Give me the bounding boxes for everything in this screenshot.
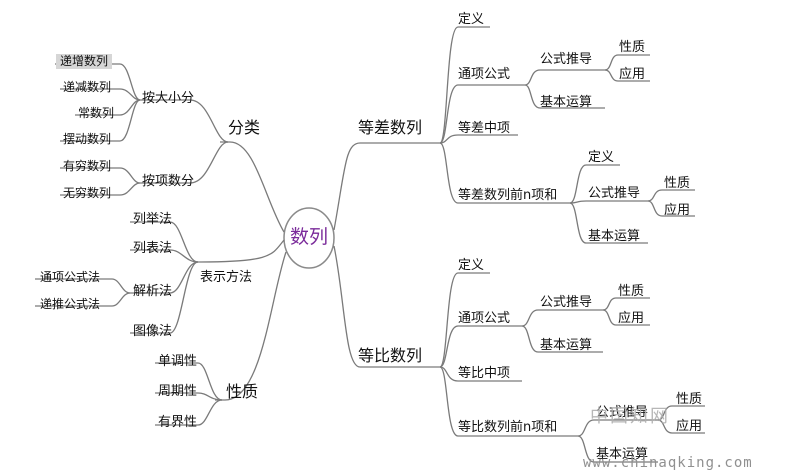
graph-method-label: 图像法 [133, 324, 173, 339]
arithmetic-sum-basic-ops: 基本运算 [588, 229, 641, 244]
arithmetic-sum-derivation: 公式推导 [588, 186, 641, 201]
arithmetic-definition: 定义 [458, 12, 485, 27]
arithmetic-gt-property: 性质 [619, 40, 646, 55]
analytic-method-label: 解析法 [133, 284, 173, 299]
geometric-sum-property: 性质 [676, 392, 703, 407]
arithmetic-sum-definition: 定义 [588, 150, 615, 165]
center-node-ellipse [283, 207, 335, 269]
leaf-recursive-formula-method: 递推公式法 [40, 297, 101, 311]
geometric-middle-term: 等比中项 [458, 366, 511, 381]
arithmetic-general-term: 通项公式 [458, 67, 511, 82]
leaf-constant-sequence: 常数列 [78, 106, 115, 120]
leaf-infinite-sequence: 无穷数列 [63, 186, 112, 200]
geometric-gt-application: 应用 [618, 311, 645, 326]
watermark-cn: 中国知网 [590, 406, 670, 427]
leaf-boundedness: 有界性 [158, 415, 198, 430]
leaf-general-term-formula-method: 通项公式法 [40, 270, 101, 284]
center-node-label: 数列 [289, 226, 328, 248]
geometric-definition: 定义 [458, 258, 485, 273]
leaf-increasing-sequence: 递增数列 [56, 54, 113, 69]
properties-label: 性质 [226, 382, 259, 401]
arithmetic-gt-basic-ops: 基本运算 [540, 95, 593, 110]
leaf-finite-sequence: 有穷数列 [63, 159, 112, 173]
geometric-gt-derivation: 公式推导 [540, 295, 593, 310]
by-terms-label: 按项数分 [142, 174, 195, 189]
leaf-monotonicity: 单调性 [158, 354, 198, 369]
classification-label: 分类 [228, 118, 261, 137]
arithmetic-sequence-label: 等差数列 [358, 118, 423, 137]
representation-label: 表示方法 [200, 270, 253, 285]
arithmetic-sum-application: 应用 [664, 203, 691, 218]
geometric-sequence-label: 等比数列 [358, 346, 423, 365]
list-method-label: 列举法 [133, 212, 173, 227]
leaf-oscillating-sequence: 摆动数列 [63, 132, 112, 146]
leaf-periodicity: 周期性 [158, 384, 198, 399]
geometric-sum-basic-ops: 基本运算 [596, 447, 649, 462]
geometric-sum-application: 应用 [676, 419, 703, 434]
table-method-label: 列表法 [133, 241, 173, 256]
arithmetic-sum: 等差数列前n项和 [458, 188, 558, 203]
geometric-sum-derivation: 公式推导 [596, 405, 649, 420]
arithmetic-middle-term: 等差中项 [458, 121, 511, 136]
geometric-gt-basic-ops: 基本运算 [540, 338, 593, 353]
geometric-gt-property: 性质 [618, 284, 645, 299]
arithmetic-gt-application: 应用 [619, 67, 646, 82]
by-size-label: 按大小分 [142, 91, 195, 106]
geometric-sum: 等比数列前n项和 [458, 420, 558, 435]
geometric-general-term: 通项公式 [458, 311, 511, 326]
arithmetic-gt-derivation: 公式推导 [540, 52, 593, 67]
leaf-decreasing-sequence: 递减数列 [63, 80, 112, 94]
arithmetic-sum-property: 性质 [664, 176, 691, 191]
watermark-url: www.chinaqking.com [583, 455, 753, 471]
